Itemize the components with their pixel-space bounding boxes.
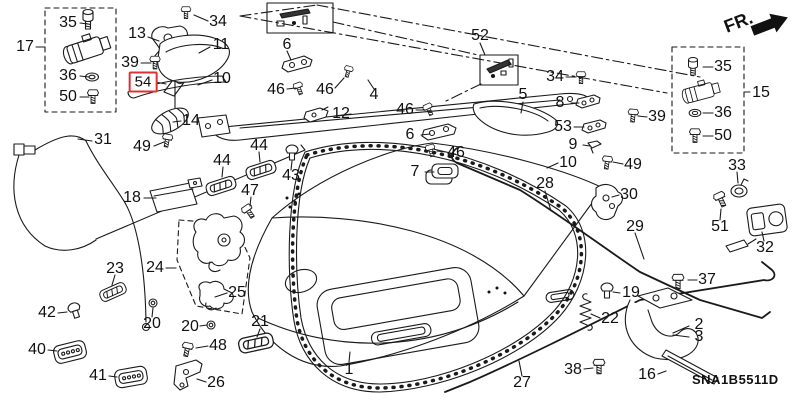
clip-part-9 xyxy=(587,140,602,154)
part-callout-49[interactable]: 49 xyxy=(624,156,642,173)
lock-cylinder-part-32 xyxy=(725,203,788,253)
part-callout-52[interactable]: 52 xyxy=(471,27,489,44)
hinge-part-30 xyxy=(590,183,624,221)
leader-lines xyxy=(35,14,765,383)
part-callout-12[interactable]: 12 xyxy=(332,105,350,122)
hinge-arm-parts-2-3 xyxy=(624,287,699,360)
bracket-part-53 xyxy=(581,119,607,134)
part-callout-47[interactable]: 47 xyxy=(241,182,259,199)
part-callout-6[interactable]: 6 xyxy=(282,36,292,53)
part-callout-4[interactable]: 4 xyxy=(369,86,379,103)
bracket-part-8 xyxy=(575,94,601,109)
part-callout-28[interactable]: 28 xyxy=(536,175,554,192)
bracket-part-6b xyxy=(421,123,457,141)
part-code: SNA1B5511D xyxy=(692,372,779,387)
spoiler-part-5 xyxy=(472,100,559,136)
part-callout-11[interactable]: 11 xyxy=(212,36,230,53)
part-callout-6[interactable]: 6 xyxy=(405,126,415,143)
part-callout-19[interactable]: 19 xyxy=(622,284,640,301)
part-callout-44[interactable]: 44 xyxy=(213,152,231,169)
clip-part-7 xyxy=(425,163,459,185)
strip-part-10l xyxy=(127,75,227,99)
part-callout-50[interactable]: 50 xyxy=(59,88,77,105)
bracket-part-26 xyxy=(173,359,203,391)
part-callout-1[interactable]: 1 xyxy=(344,361,354,378)
plate-part-18 xyxy=(149,177,203,213)
part-callout-30[interactable]: 30 xyxy=(620,186,638,203)
spring-part-22 xyxy=(579,293,593,331)
part-callout-34[interactable]: 34 xyxy=(209,13,227,30)
part-callout-39[interactable]: 39 xyxy=(121,54,139,71)
hardware-kit-boxes xyxy=(266,2,519,86)
part-callout-7[interactable]: 7 xyxy=(410,163,420,180)
actuator-part-17 xyxy=(62,33,112,65)
part-callout-17[interactable]: 17 xyxy=(16,38,34,55)
part-callout-39[interactable]: 39 xyxy=(648,108,666,125)
part-callout-5[interactable]: 5 xyxy=(518,86,528,103)
part-callout-46[interactable]: 46 xyxy=(316,81,334,98)
part-callout-20[interactable]: 20 xyxy=(181,318,199,335)
body-reference-lines xyxy=(239,4,701,102)
part-callout-15[interactable]: 15 xyxy=(752,84,770,101)
weatherstrip-part-27 xyxy=(288,141,587,393)
part-callout-40[interactable]: 40 xyxy=(28,341,46,358)
latch-part-24 xyxy=(192,213,246,273)
fr-arrow-icon xyxy=(750,13,788,36)
part-callout-46[interactable]: 46 xyxy=(447,144,465,161)
part-callout-10[interactable]: 10 xyxy=(213,70,231,87)
grommet-part-33 xyxy=(730,178,749,198)
part-callout-37[interactable]: 37 xyxy=(698,271,716,288)
part-callout-43[interactable]: 43 xyxy=(282,167,300,184)
part-callout-38[interactable]: 38 xyxy=(564,361,582,378)
part-callout-41[interactable]: 41 xyxy=(89,367,107,384)
torsion-bars xyxy=(444,146,776,393)
part-callout-14[interactable]: 14 xyxy=(182,112,200,129)
part-callout-18[interactable]: 18 xyxy=(123,189,141,206)
actuator-part-15 xyxy=(681,79,721,104)
part-callout-10[interactable]: 10 xyxy=(559,154,577,171)
part-callout-31[interactable]: 31 xyxy=(94,131,112,148)
part-callout-8[interactable]: 8 xyxy=(555,94,565,111)
part-callout-27[interactable]: 27 xyxy=(513,374,531,391)
part-callout-51[interactable]: 51 xyxy=(711,218,729,235)
part-callout-25[interactable]: 25 xyxy=(228,284,246,301)
part-callout-9[interactable]: 9 xyxy=(568,136,578,153)
strip-part-16 xyxy=(661,349,719,385)
part-callout-34[interactable]: 34 xyxy=(546,68,564,85)
part-callout-29[interactable]: 29 xyxy=(626,218,644,235)
trunk-cable-part-31 xyxy=(13,135,306,332)
part-callout-46[interactable]: 46 xyxy=(267,81,285,98)
part-callout-23[interactable]: 23 xyxy=(106,260,124,277)
part-callout-22[interactable]: 22 xyxy=(601,310,619,327)
part-callout-50[interactable]: 50 xyxy=(714,127,732,144)
trim-part-14 xyxy=(151,107,189,135)
part-callout-53[interactable]: 53 xyxy=(554,118,572,135)
part-callout-26[interactable]: 26 xyxy=(207,374,225,391)
part-callout-13[interactable]: 13 xyxy=(128,25,146,42)
part-callout-36[interactable]: 36 xyxy=(59,67,77,84)
part-callout-35[interactable]: 35 xyxy=(714,58,732,75)
part-callout-32[interactable]: 32 xyxy=(756,239,774,256)
part-callout-44[interactable]: 44 xyxy=(250,137,268,154)
part-callout-20[interactable]: 20 xyxy=(143,315,161,332)
part-callout-46[interactable]: 46 xyxy=(396,101,414,118)
part-callout-33[interactable]: 33 xyxy=(728,157,746,174)
part-callout-21[interactable]: 21 xyxy=(251,313,269,330)
part-callout-3[interactable]: 3 xyxy=(694,328,704,345)
bracket-part-6a xyxy=(281,55,313,73)
part-callout-42[interactable]: 42 xyxy=(38,304,56,321)
part-callout-36[interactable]: 36 xyxy=(714,104,732,121)
latch-part-25 xyxy=(198,280,234,311)
trunk-lid-drawing xyxy=(247,142,604,367)
part-callout-16[interactable]: 16 xyxy=(638,366,656,383)
part-callout-24[interactable]: 24 xyxy=(146,259,164,276)
garnish-part-11 xyxy=(157,34,231,83)
part-callout-2[interactable]: 2 xyxy=(694,316,704,333)
part-callout-54[interactable]: 54 xyxy=(128,71,158,93)
part-callout-48[interactable]: 48 xyxy=(209,337,227,354)
part-callout-49[interactable]: 49 xyxy=(133,138,151,155)
part-callout-35[interactable]: 35 xyxy=(59,14,77,31)
